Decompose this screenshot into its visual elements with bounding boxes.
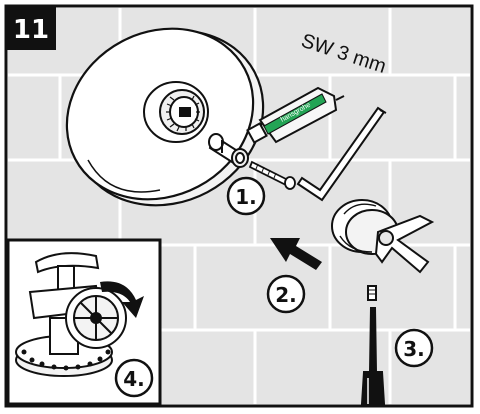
adapter-sleeve [208, 133, 249, 168]
figure-number-badge: 11 [6, 6, 56, 50]
push-direction-arrow [270, 238, 322, 270]
cross-handle-valve [331, 199, 435, 274]
step-2-label: 2. [275, 283, 297, 307]
figure-number: 11 [13, 15, 49, 45]
inset-detail [6, 238, 162, 406]
screwdriver [360, 285, 386, 405]
step-1-marker: 1. [226, 176, 266, 216]
allen-key [296, 106, 387, 202]
step-2-marker: 2. [266, 274, 306, 314]
fixing-screw [248, 160, 296, 190]
step-4-marker: 4. [114, 358, 154, 398]
valve-spindle-housing [143, 81, 209, 143]
step-4-label: 4. [123, 367, 145, 391]
step-3-label: 3. [403, 337, 425, 361]
rotation-arrow-icon [100, 281, 144, 318]
step-1-label: 1. [235, 185, 257, 209]
threadlock-tube: hansgrohe [246, 86, 345, 144]
step-3-marker: 3. [394, 328, 434, 368]
